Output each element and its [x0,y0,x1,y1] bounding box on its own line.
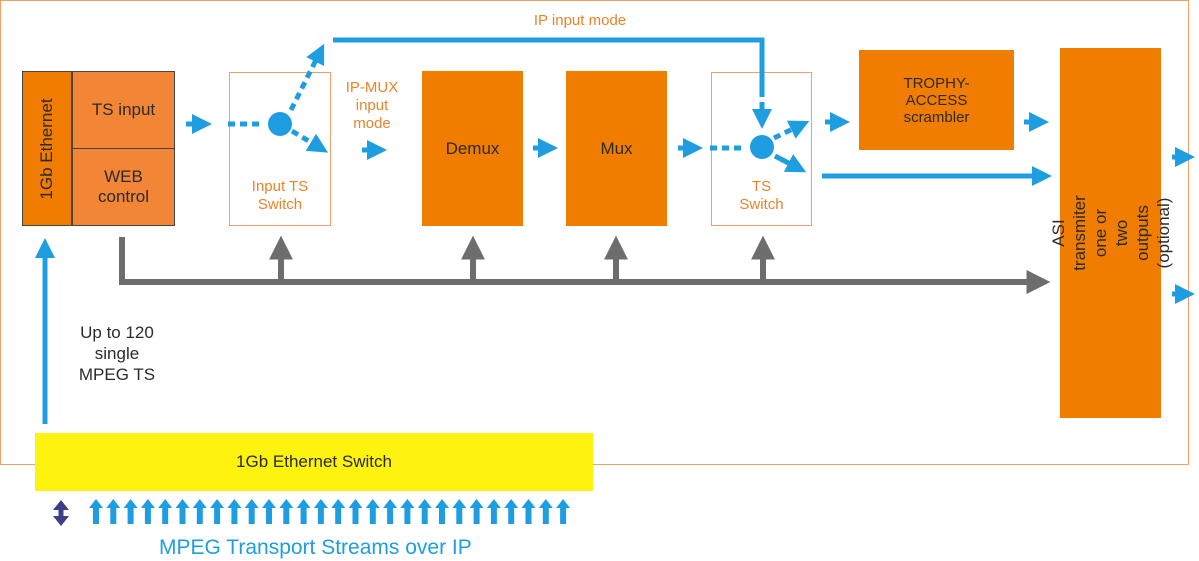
input-stream-arrow [262,499,276,524]
streams-count-label: Up to 120 single MPEG TS [78,323,156,384]
demux-block: Demux [422,71,523,226]
web-control-block: WEB control [72,148,175,226]
ip-input-mode-label: IP input mode [533,12,627,29]
web-control-label: WEB control [97,167,150,206]
input-switch-down-branch [290,128,329,153]
input-stream-arrow [538,499,553,524]
input-stream-arrows [89,499,571,524]
ts-switch-node [750,135,774,159]
input-stream-arrow [244,499,259,524]
ip-mux-input-mode-label: IP-MUX input mode [345,79,399,132]
control-bus [119,237,1040,285]
input-stream-arrow [313,499,328,524]
input-switch-node [268,112,292,136]
input-stream-arrow [140,499,155,524]
input-stream-arrow [365,499,380,524]
input-stream-arrow [348,499,363,524]
asi-transmitter-block: ASI transmiter one or two outputs (optio… [1049,48,1173,418]
mux-block: Mux [566,71,667,226]
ts-switch-down-branch [773,153,807,173]
ethernet-switch-block: 1Gb Ethernet Switch [35,433,593,491]
input-stream-arrow [158,499,173,524]
ts-switch-label: TS Switch [739,178,784,213]
input-stream-arrow [279,499,294,524]
input-stream-arrow [89,499,103,524]
input-stream-arrow [417,499,432,524]
input-stream-arrow [556,499,571,524]
system-frame [0,0,1189,465]
input-stream-arrow [192,499,207,524]
input-stream-arrow [435,499,449,524]
input-stream-arrow [123,499,138,524]
input-stream-arrow [469,499,484,524]
scrambler-block: TROPHY- ACCESS scrambler [859,50,1014,150]
input-stream-arrow [331,499,346,524]
input-stream-arrow [210,499,225,524]
bidirectional-arrow [53,500,69,526]
ts-switch-up-branch [772,120,810,141]
input-stream-arrow [383,499,398,524]
input-stream-arrow [400,499,415,524]
ts-input-block: TS input [72,71,175,149]
input-switch-up-branch [288,43,325,112]
input-stream-arrow [504,499,519,524]
ethernet-interface-block: 1Gb Ethernet [22,71,72,226]
input-stream-arrow [452,499,467,524]
input-stream-arrow [175,499,190,524]
input-stream-arrow [106,499,121,524]
input-ts-switch-label: Input TS Switch [251,178,309,213]
bottom-caption: MPEG Transport Streams over IP [159,536,472,559]
input-stream-arrow [296,499,311,524]
input-stream-arrow [521,499,536,524]
input-stream-arrow [227,499,242,524]
input-stream-arrow [486,499,501,524]
ip-input-mode-path [333,37,765,90]
